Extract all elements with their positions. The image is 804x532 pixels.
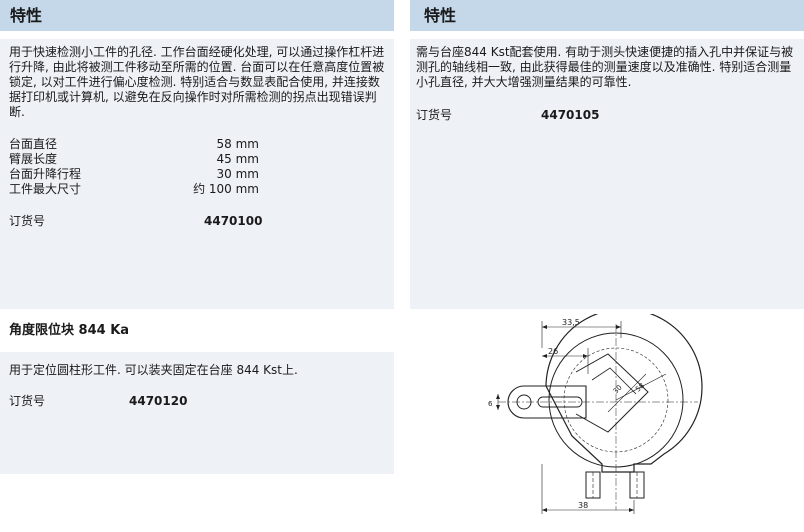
technical-drawing: 33,5 26 6 30 58 38	[488, 314, 703, 514]
arrowhead	[542, 325, 547, 329]
right-panel-title: 特性	[424, 6, 457, 25]
v-notch-inner	[591, 367, 637, 395]
product-title-model: 844 Ka	[78, 323, 130, 338]
product-panel-body: 用于定位圆柱形工件. 可以装夹固定在台座 844 Kst上. 订货号 44701…	[0, 352, 394, 474]
right-panel-body: 需与台座844 Kst配套使用. 有助于测头快速便捷的插入孔中并保证与被测孔的轴…	[410, 39, 804, 309]
arrowhead	[542, 508, 547, 512]
arrowhead	[616, 325, 621, 329]
arrowhead	[496, 405, 500, 410]
dim-line-radius	[615, 373, 667, 401]
right-order-row: 订货号 4470105	[416, 108, 676, 123]
order-number: 4470100	[204, 214, 263, 228]
left-order-row: 订货号 4470100	[9, 214, 269, 229]
spec-label: 台面直径	[9, 137, 58, 151]
product-description: 用于定位圆柱形工件. 可以装夹固定在台座 844 Kst上.	[9, 363, 298, 377]
spec-label: 工件最大尺寸	[9, 182, 82, 196]
block-outline	[545, 314, 703, 473]
spec-row-arm-length: 臂展长度 45 mm	[9, 152, 259, 167]
right-panel-header: 特性	[410, 0, 804, 31]
dim-label-radius: 58	[634, 382, 646, 394]
product-title-prefix: 角度限位块	[9, 323, 75, 338]
left-panel-description: 用于快速检测小工件的孔径. 工作台面经硬化处理, 可以通过操作杠杆进行升降, 由…	[9, 45, 385, 119]
arrowhead	[496, 394, 500, 399]
product-title: 角度限位块 844 Ka	[9, 319, 129, 338]
order-label: 订货号	[9, 394, 46, 408]
spec-row-table-diameter: 台面直径 58 mm	[9, 137, 259, 152]
dim-label-top: 33,5	[562, 318, 580, 327]
order-label: 订货号	[416, 108, 453, 122]
spec-row-lift-travel: 台面升降行程 30 mm	[9, 167, 259, 182]
spec-label: 台面升降行程	[9, 167, 82, 181]
arrowhead	[583, 354, 588, 358]
dim-label-bottom: 38	[578, 501, 588, 510]
spec-row-max-workpiece: 工件最大尺寸 约 100 mm	[9, 182, 259, 197]
arrowhead	[629, 508, 634, 512]
dim-label-inner: 26	[548, 347, 558, 356]
v-notch	[575, 353, 649, 433]
order-number: 4470120	[129, 394, 188, 408]
spec-value: 45 mm	[216, 152, 259, 166]
spec-value: 30 mm	[216, 167, 259, 181]
dim-line-diagonal	[607, 373, 647, 413]
left-panel-header: 特性	[0, 0, 394, 31]
dim-label-left: 6	[488, 400, 493, 408]
order-label: 订货号	[9, 214, 46, 228]
spec-value: 约 100 mm	[193, 182, 259, 196]
spec-label: 臂展长度	[9, 152, 58, 166]
right-panel-description: 需与台座844 Kst配套使用. 有助于测头快速便捷的插入孔中并保证与被测孔的轴…	[416, 45, 794, 89]
left-panel-title: 特性	[10, 6, 43, 25]
spec-value: 58 mm	[216, 137, 259, 151]
left-panel-body: 用于快速检测小工件的孔径. 工作台面经硬化处理, 可以通过操作杠杆进行升降, 由…	[0, 39, 394, 309]
order-number: 4470105	[541, 108, 600, 122]
dim-label-angle: 30	[612, 383, 624, 395]
arrowhead	[542, 354, 547, 358]
product-order-row: 订货号 4470120	[9, 394, 269, 409]
